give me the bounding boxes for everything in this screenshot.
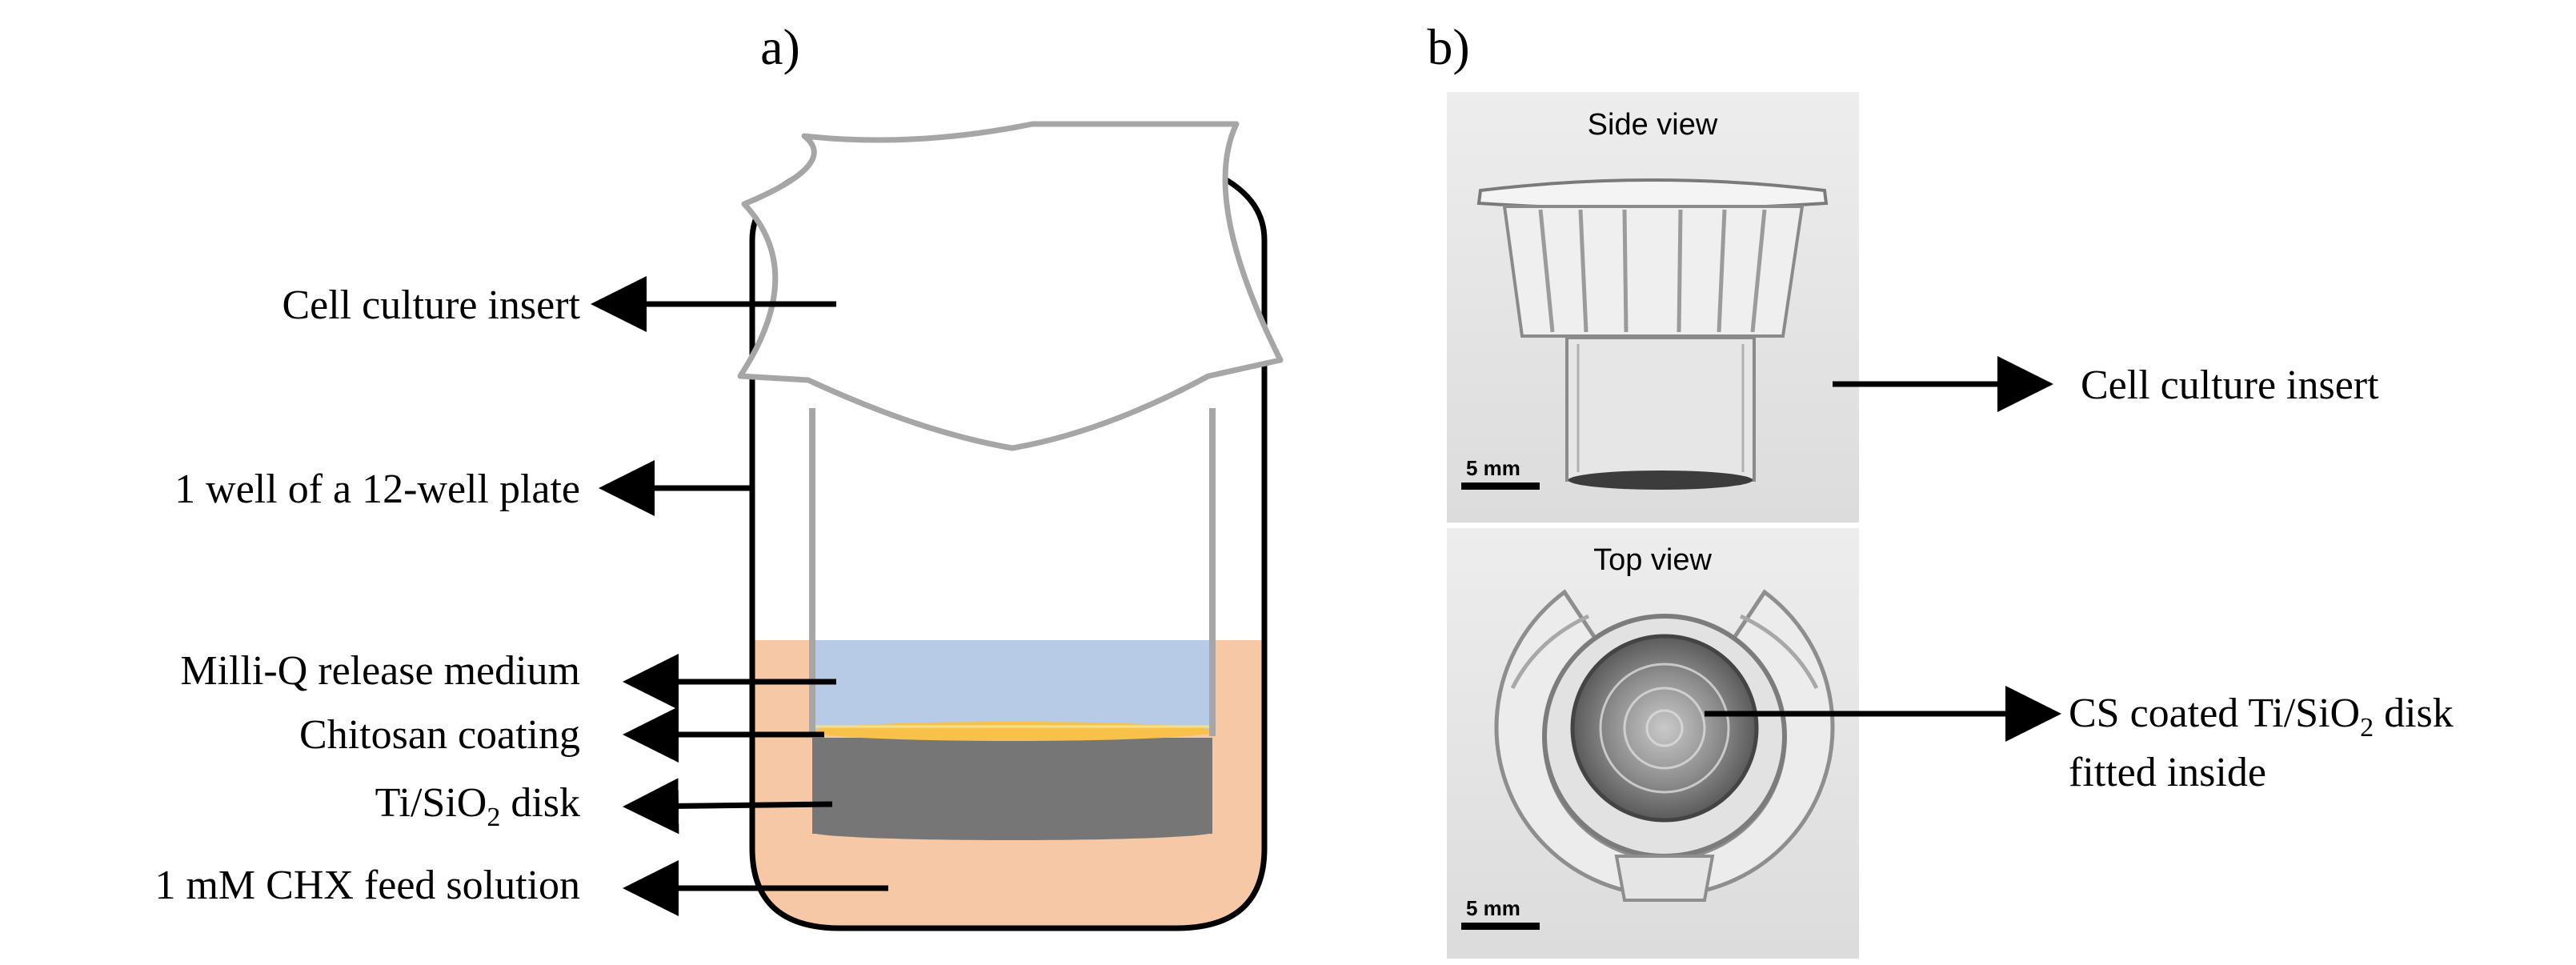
label-cell-culture-insert-a: Cell culture insert <box>282 282 580 328</box>
release-medium <box>812 640 1212 730</box>
scale-bar-top: 5 mm <box>1466 896 1520 920</box>
panel-b-label: b) <box>1427 18 1469 75</box>
label-disk-b-pre: CS coated Ti/SiO <box>2069 691 2360 736</box>
label-disk-b-line1: CS coated Ti/SiO2 disk <box>2069 691 2454 743</box>
top-view-photo: Top view 5 mm <box>1447 528 1859 959</box>
arrow-disk-a <box>623 778 833 835</box>
label-disk-b-sub: 2 <box>2360 713 2374 743</box>
label-disk-b-post: disk <box>2374 691 2454 736</box>
label-chitosan-coating: Chitosan coating <box>299 712 580 758</box>
label-cell-culture-insert-b: Cell culture insert <box>2081 362 2379 408</box>
label-disk-a-pre: Ti/SiO <box>375 780 487 826</box>
chitosan-coating <box>811 722 1214 741</box>
label-feed-solution: 1 mM CHX feed solution <box>154 863 580 908</box>
label-disk-a-post: disk <box>500 780 580 826</box>
side-view-title: Side view <box>1588 108 1718 142</box>
ti-sio2-disk <box>812 738 1212 834</box>
scale-bar-side: 5 mm <box>1466 456 1520 480</box>
label-release-medium: Milli-Q release medium <box>180 648 580 694</box>
side-view-photo: Side view 5 mm <box>1447 92 1859 523</box>
label-well: 1 well of a 12-well plate <box>174 466 580 512</box>
label-disk-b-line2: fitted inside <box>2069 750 2266 795</box>
label-disk-a: Ti/SiO2 disk <box>375 780 580 832</box>
panel-a-label: a) <box>760 18 800 75</box>
label-disk-a-sub: 2 <box>487 803 500 832</box>
insert-flange <box>737 121 1284 451</box>
disk-bottom-edge <box>812 824 1212 840</box>
well-contents <box>752 640 1264 928</box>
top-view-title: Top view <box>1593 543 1712 577</box>
